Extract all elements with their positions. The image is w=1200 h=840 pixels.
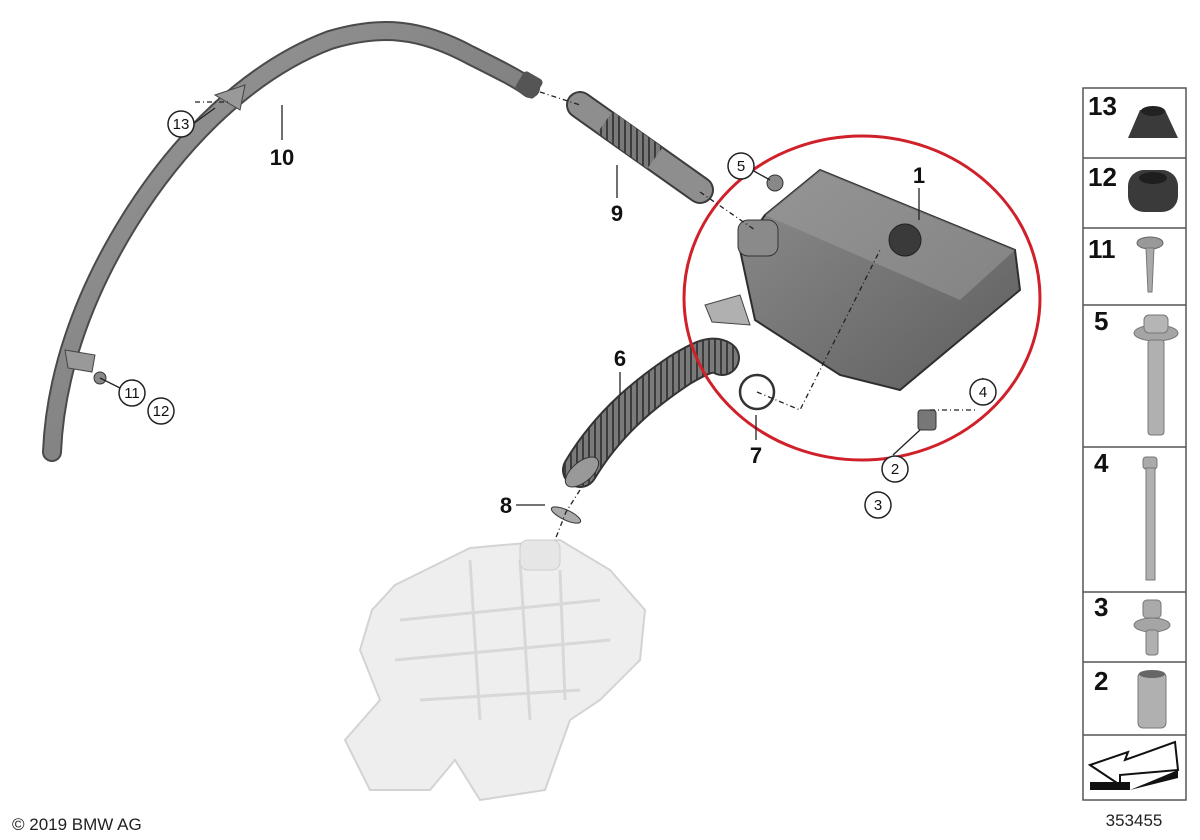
callout-12: 12	[147, 397, 175, 425]
svg-text:13: 13	[1088, 91, 1117, 121]
callout-9: 9	[611, 201, 623, 226]
panel-item-12: 12	[1088, 162, 1178, 212]
svg-text:5: 5	[1094, 306, 1108, 336]
svg-text:2: 2	[1094, 666, 1108, 696]
callout-11: 11	[118, 379, 146, 407]
hose-part-10	[42, 21, 543, 462]
panel-item-3: 3	[1094, 592, 1171, 656]
svg-text:11: 11	[1088, 234, 1116, 264]
gasket-part-8	[550, 506, 582, 524]
svg-text:3: 3	[874, 497, 882, 514]
panel-item-4: 4	[1094, 448, 1158, 581]
callout-1: 1	[913, 163, 925, 188]
air-filter-housing-part-1	[704, 168, 1022, 431]
svg-text:4: 4	[979, 384, 987, 401]
leader-lines	[99, 91, 984, 541]
svg-text:2: 2	[891, 461, 899, 478]
panel-item-13: 13	[1088, 91, 1178, 138]
svg-text:12: 12	[153, 403, 170, 420]
svg-text:5: 5	[737, 158, 745, 175]
panel-item-11: 11	[1088, 234, 1164, 293]
callout-5: 5	[727, 152, 755, 180]
callout-13: 13	[167, 110, 195, 138]
callout-7: 7	[750, 443, 762, 468]
clamp-part-7	[738, 373, 776, 411]
callout-4: 4	[969, 378, 997, 406]
duct-part-9	[566, 91, 714, 204]
callout-2: 2	[881, 455, 909, 483]
copyright: © 2019 BMW AG	[12, 815, 142, 834]
svg-text:11: 11	[124, 385, 140, 402]
panel-item-5: 5	[1094, 306, 1179, 436]
svg-text:4: 4	[1094, 448, 1109, 478]
intake-hose-part-6	[562, 337, 740, 488]
intake-manifold	[343, 538, 647, 802]
svg-text:3: 3	[1094, 592, 1108, 622]
callout-10: 10	[270, 145, 294, 170]
svg-text:13: 13	[173, 116, 190, 133]
callout-6: 6	[614, 346, 626, 371]
parts-panel: 13 12 11 5 4 3 2 35345	[1082, 87, 1187, 830]
highlight-ellipse	[682, 134, 1042, 462]
svg-text:12: 12	[1088, 162, 1117, 192]
diagram-number: 353455	[1106, 811, 1163, 830]
panel-item-2: 2	[1094, 666, 1167, 729]
callout-8: 8	[500, 493, 512, 518]
callout-3: 3	[864, 491, 892, 519]
direction-arrow-icon	[1087, 740, 1180, 790]
